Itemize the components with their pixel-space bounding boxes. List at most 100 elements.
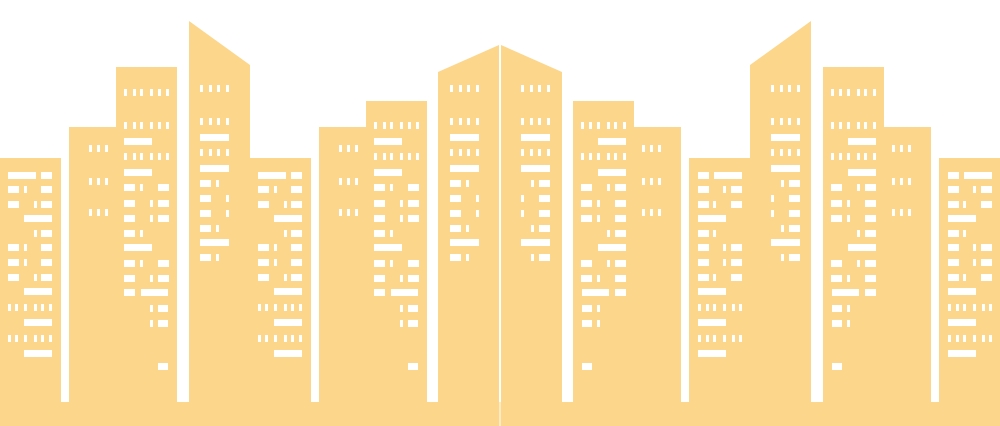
window — [547, 118, 550, 125]
window — [41, 172, 52, 179]
window — [831, 122, 834, 129]
window — [374, 169, 402, 176]
window — [873, 89, 876, 96]
window — [521, 85, 524, 92]
window — [948, 230, 959, 237]
window — [789, 195, 800, 202]
window — [948, 186, 959, 193]
window — [714, 172, 742, 179]
window — [847, 153, 850, 160]
window — [291, 274, 302, 281]
window — [374, 138, 402, 145]
window — [658, 145, 661, 152]
building — [69, 67, 177, 402]
window — [124, 122, 127, 129]
window — [467, 149, 470, 156]
ground — [0, 402, 500, 426]
window — [581, 89, 584, 96]
window — [450, 180, 461, 187]
window — [97, 178, 100, 185]
window — [390, 230, 393, 237]
window — [105, 178, 108, 185]
window — [459, 118, 462, 125]
window — [284, 304, 287, 311]
window — [408, 89, 411, 96]
window — [789, 254, 800, 261]
window — [450, 134, 479, 141]
window — [771, 165, 800, 172]
window — [615, 230, 626, 237]
window — [989, 304, 992, 311]
window — [780, 85, 783, 92]
window — [141, 289, 168, 296]
windows — [8, 85, 479, 370]
window — [41, 186, 52, 193]
window — [615, 215, 626, 222]
window — [476, 210, 479, 217]
window — [581, 153, 584, 160]
window — [226, 118, 229, 125]
window — [124, 200, 135, 207]
window — [597, 320, 600, 327]
window — [539, 254, 550, 261]
window — [521, 210, 524, 217]
window — [24, 244, 27, 251]
window — [400, 320, 403, 327]
window — [41, 335, 44, 342]
window — [150, 89, 153, 96]
window — [597, 153, 600, 160]
window — [258, 244, 269, 251]
window — [698, 172, 709, 179]
window — [839, 153, 842, 160]
window — [24, 288, 52, 295]
window — [788, 118, 791, 125]
window — [459, 149, 462, 156]
window — [607, 153, 610, 160]
window — [698, 319, 726, 326]
window — [200, 149, 203, 156]
window — [771, 85, 774, 92]
window — [908, 178, 911, 185]
window — [731, 201, 742, 208]
window — [217, 85, 220, 92]
window — [24, 215, 52, 222]
window — [416, 122, 419, 129]
window — [209, 149, 212, 156]
window — [948, 304, 951, 311]
window — [216, 254, 219, 261]
window — [623, 122, 626, 129]
window — [521, 118, 524, 125]
window — [981, 244, 992, 251]
window — [284, 201, 287, 208]
window — [476, 85, 479, 92]
window — [832, 289, 859, 296]
window — [948, 244, 959, 251]
window — [857, 153, 860, 160]
window — [581, 184, 592, 191]
window — [291, 230, 302, 237]
window — [124, 153, 127, 160]
window — [650, 209, 653, 216]
window — [771, 239, 800, 246]
window — [466, 180, 469, 187]
window — [450, 165, 479, 172]
window — [450, 195, 461, 202]
window — [789, 210, 800, 217]
window — [408, 363, 418, 370]
window — [865, 289, 876, 296]
window — [374, 89, 377, 96]
window — [963, 274, 966, 281]
window — [582, 305, 592, 312]
window — [547, 85, 550, 92]
building — [438, 45, 499, 402]
window — [383, 153, 386, 160]
window — [731, 244, 742, 251]
window — [34, 335, 37, 342]
building — [573, 101, 681, 402]
window — [865, 260, 876, 267]
window — [900, 145, 903, 152]
window — [97, 145, 100, 152]
window — [698, 335, 701, 342]
window — [217, 118, 220, 125]
window — [24, 186, 27, 193]
